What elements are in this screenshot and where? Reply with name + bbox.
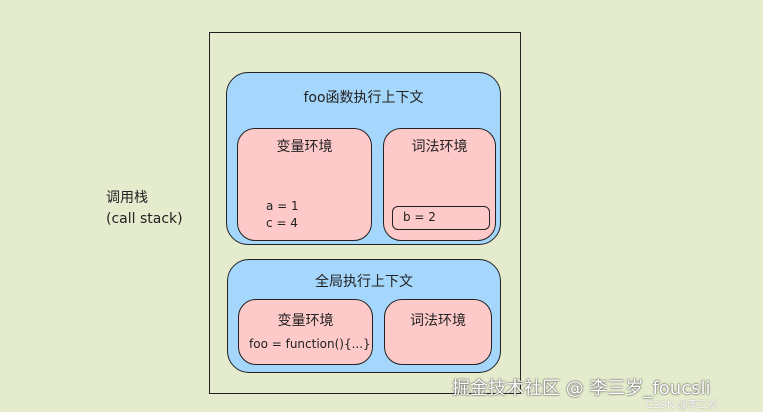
foo-var-c: c = 4 (266, 216, 298, 230)
global-var-foo: foo = function(){...} (249, 337, 371, 351)
foo-var-a: a = 1 (266, 199, 299, 213)
foo-context-title: foo函数执行上下文 (303, 90, 424, 106)
global-execution-context: 全局执行上下文 变量环境 foo = function(){...} 词法环境 (227, 259, 501, 373)
call-stack-label: 调用栈 (call stack) (106, 188, 183, 230)
global-lexical-environment: 词法环境 (384, 299, 492, 365)
foo-execution-context: foo函数执行上下文 变量环境 a = 1 c = 4 词法环境 b = 2 (226, 72, 501, 245)
global-variable-environment: 变量环境 foo = function(){...} (238, 299, 373, 365)
watermark-csdn: CSDN @李三岁. (646, 400, 721, 411)
global-lexical-env-title: 词法环境 (410, 313, 466, 329)
foo-lexical-env-title: 词法环境 (411, 139, 468, 155)
foo-lexical-environment: 词法环境 b = 2 (383, 128, 496, 241)
foo-lexical-block-b: b = 2 (392, 206, 490, 230)
call-stack-frame (209, 32, 521, 394)
global-context-title: 全局执行上下文 (315, 274, 413, 290)
foo-variable-env-title: 变量环境 (276, 139, 333, 155)
watermark: 掘金技术社区 @ 李三岁_foucsli (452, 378, 711, 399)
call-stack-label-en: (call stack) (106, 211, 183, 227)
global-variable-env-title: 变量环境 (277, 313, 334, 329)
foo-variable-environment: 变量环境 a = 1 c = 4 (237, 128, 372, 241)
call-stack-label-cn: 调用栈 (106, 190, 148, 206)
